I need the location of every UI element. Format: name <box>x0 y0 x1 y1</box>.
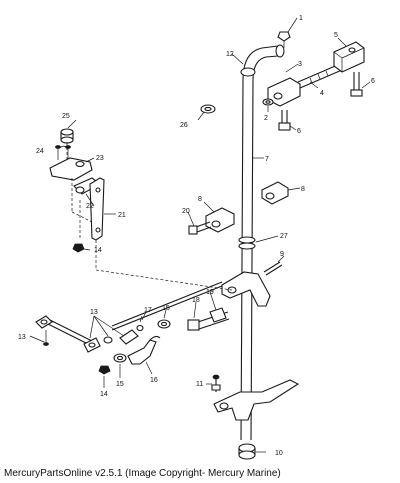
callout-6-upper: 6 <box>371 78 375 85</box>
callout-4: 4 <box>320 90 324 97</box>
callout-labels: 1 2 3 4 5 6 6 7 8 8 9 10 11 12 13 13 14 … <box>18 15 375 457</box>
dashed-guides <box>66 142 233 291</box>
copyright-footer: MercuryPartsOnline v2.5.1 (Image Copyrig… <box>4 468 281 479</box>
bracket-16 <box>127 335 161 365</box>
callout-5: 5 <box>334 32 338 39</box>
callout-27: 27 <box>280 233 288 240</box>
callout-2: 2 <box>264 115 268 122</box>
callout-15-right: 15 <box>162 305 170 312</box>
swivel-block-5 <box>333 41 365 73</box>
callout-6-lower: 6 <box>297 128 301 135</box>
callout-15-lower: 15 <box>116 381 124 388</box>
leader-lines <box>29 17 371 453</box>
bracket-23 <box>49 157 93 181</box>
callout-1: 1 <box>299 15 303 22</box>
washer-15-lower <box>113 353 127 363</box>
link-rod-13 <box>35 315 101 353</box>
callout-8-left: 8 <box>198 196 202 203</box>
callout-12: 12 <box>226 51 234 58</box>
lever-arm-lower <box>213 379 300 421</box>
bolt-4 <box>297 63 343 89</box>
callout-7: 7 <box>265 156 269 163</box>
sleeve-19 <box>209 307 227 323</box>
callout-16: 16 <box>150 377 158 384</box>
nut-14-upper <box>72 243 85 253</box>
callout-14-upper: 14 <box>94 247 102 254</box>
washer-2 <box>262 98 274 106</box>
nut-14-lower <box>98 365 111 375</box>
cap-25 <box>60 128 74 144</box>
screw-20 <box>188 221 212 235</box>
washer-26 <box>200 104 216 114</box>
callout-19: 19 <box>206 289 214 296</box>
clamp-8-right <box>261 181 289 205</box>
callout-10: 10 <box>275 450 283 457</box>
callout-14-lower: 14 <box>100 391 108 398</box>
callout-25: 25 <box>62 113 70 120</box>
callout-8-right: 8 <box>301 186 305 193</box>
callout-26: 26 <box>180 122 188 129</box>
bracket-21 <box>89 177 105 241</box>
screw-6-lower <box>278 110 291 131</box>
rod-to-lever <box>111 281 223 331</box>
screws-24 <box>55 145 71 160</box>
callout-22: 22 <box>86 203 94 210</box>
callout-13-left: 13 <box>18 334 26 341</box>
cap-10 <box>238 443 256 460</box>
callout-23: 23 <box>96 155 104 162</box>
callout-17: 17 <box>144 307 152 314</box>
callout-11: 11 <box>196 381 203 388</box>
fitting-11 <box>211 374 221 392</box>
ball-joint-parts <box>103 315 171 345</box>
callout-9: 9 <box>280 251 284 258</box>
screw-6-upper <box>350 72 363 97</box>
exploded-parts-diagram: 1 2 3 4 5 6 6 7 8 8 9 10 11 12 13 13 14 … <box>18 15 375 460</box>
callout-18: 18 <box>192 297 200 304</box>
callout-3: 3 <box>298 61 302 68</box>
clamp-block-3 <box>267 77 301 107</box>
pin-9 <box>263 261 283 276</box>
callout-24: 24 <box>36 148 44 155</box>
nut-1 <box>277 31 291 48</box>
clamp-8-left <box>205 207 235 233</box>
lever-arm-upper <box>221 271 271 307</box>
callout-20: 20 <box>182 208 190 215</box>
callout-21: 21 <box>118 212 126 219</box>
callout-13-top: 13 <box>90 309 98 316</box>
